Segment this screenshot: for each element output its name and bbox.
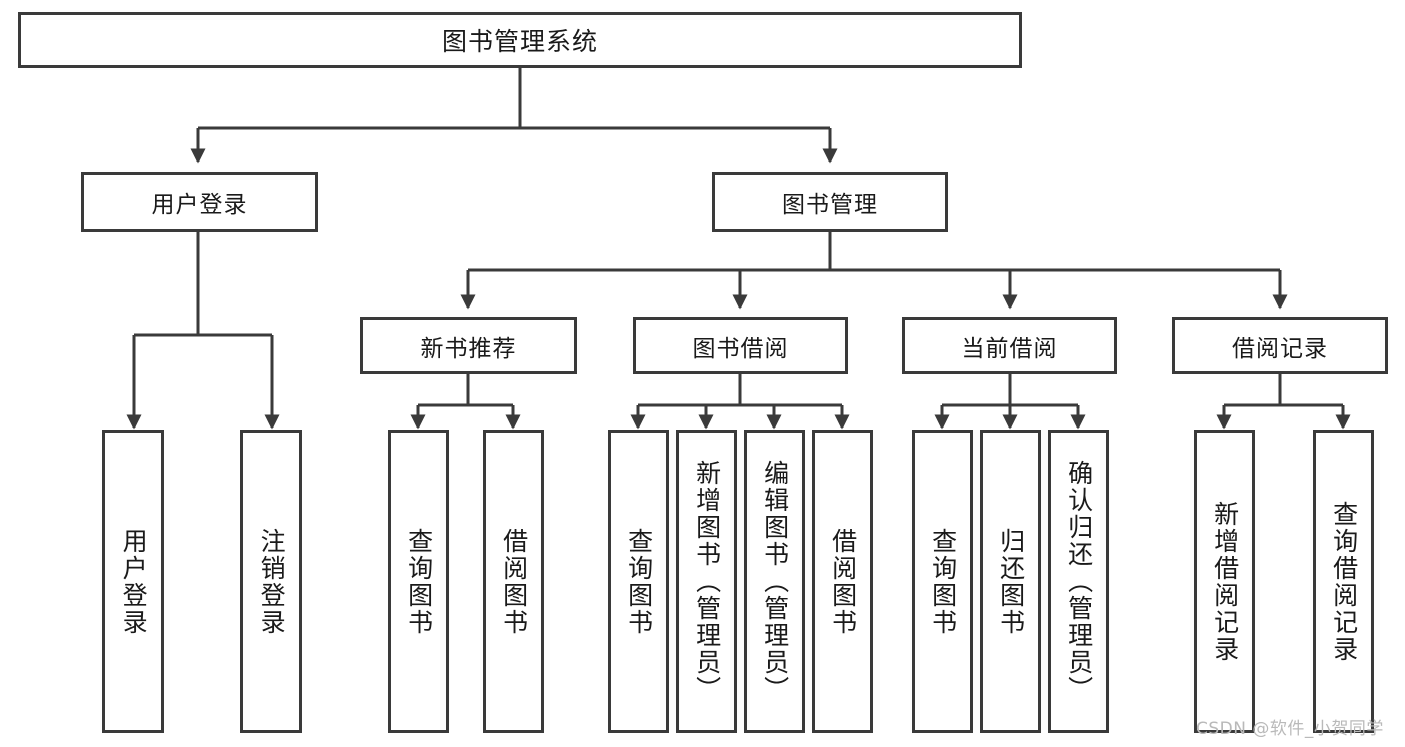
node-new-book-recommend[interactable]: 新书推荐 bbox=[360, 317, 577, 374]
leaf-borrow-query-book[interactable]: 查询图书 bbox=[608, 430, 669, 733]
leaf-label: 查询图书 bbox=[624, 527, 654, 636]
leaf-label: 查询借阅记录 bbox=[1329, 500, 1359, 663]
leaf-new-book-query[interactable]: 查询图书 bbox=[388, 430, 449, 733]
leaf-record-add-record[interactable]: 新增借阅记录 bbox=[1194, 430, 1255, 733]
node-current-borrow[interactable]: 当前借阅 bbox=[902, 317, 1117, 374]
leaf-label: 新增借阅记录 bbox=[1210, 500, 1240, 663]
leaf-label: 借阅图书 bbox=[828, 527, 858, 636]
node-user-login[interactable]: 用户登录 bbox=[81, 172, 318, 232]
leaf-user-login-signin[interactable]: 用户登录 bbox=[102, 430, 164, 733]
leaf-label: 借阅图书 bbox=[499, 527, 529, 636]
leaf-label: 查询图书 bbox=[928, 527, 958, 636]
leaf-borrow-edit-book-admin[interactable]: 编辑图书（管理员） bbox=[744, 430, 805, 733]
leaf-borrow-borrow-book[interactable]: 借阅图书 bbox=[812, 430, 873, 733]
node-book-management[interactable]: 图书管理 bbox=[712, 172, 948, 232]
leaf-user-login-signout[interactable]: 注销登录 bbox=[240, 430, 302, 733]
leaf-current-return-book[interactable]: 归还图书 bbox=[980, 430, 1041, 733]
leaf-new-book-borrow[interactable]: 借阅图书 bbox=[483, 430, 544, 733]
node-root-system[interactable]: 图书管理系统 bbox=[18, 12, 1022, 68]
leaf-label: 确认归还（管理员） bbox=[1064, 460, 1094, 703]
node-book-borrow[interactable]: 图书借阅 bbox=[633, 317, 848, 374]
leaf-label: 用户登录 bbox=[119, 527, 149, 636]
watermark-text: CSDN @软件_小贺同学 bbox=[1196, 719, 1384, 739]
leaf-label: 归还图书 bbox=[996, 527, 1026, 636]
leaf-label: 查询图书 bbox=[404, 527, 434, 636]
leaf-current-confirm-return-admin[interactable]: 确认归还（管理员） bbox=[1048, 430, 1109, 733]
leaf-label: 注销登录 bbox=[257, 527, 287, 636]
leaf-label: 编辑图书（管理员） bbox=[760, 460, 790, 703]
leaf-current-query-book[interactable]: 查询图书 bbox=[912, 430, 973, 733]
leaf-record-query-record[interactable]: 查询借阅记录 bbox=[1313, 430, 1374, 733]
node-borrow-record[interactable]: 借阅记录 bbox=[1172, 317, 1388, 374]
leaf-borrow-add-book-admin[interactable]: 新增图书（管理员） bbox=[676, 430, 737, 733]
leaf-label: 新增图书（管理员） bbox=[692, 460, 722, 703]
